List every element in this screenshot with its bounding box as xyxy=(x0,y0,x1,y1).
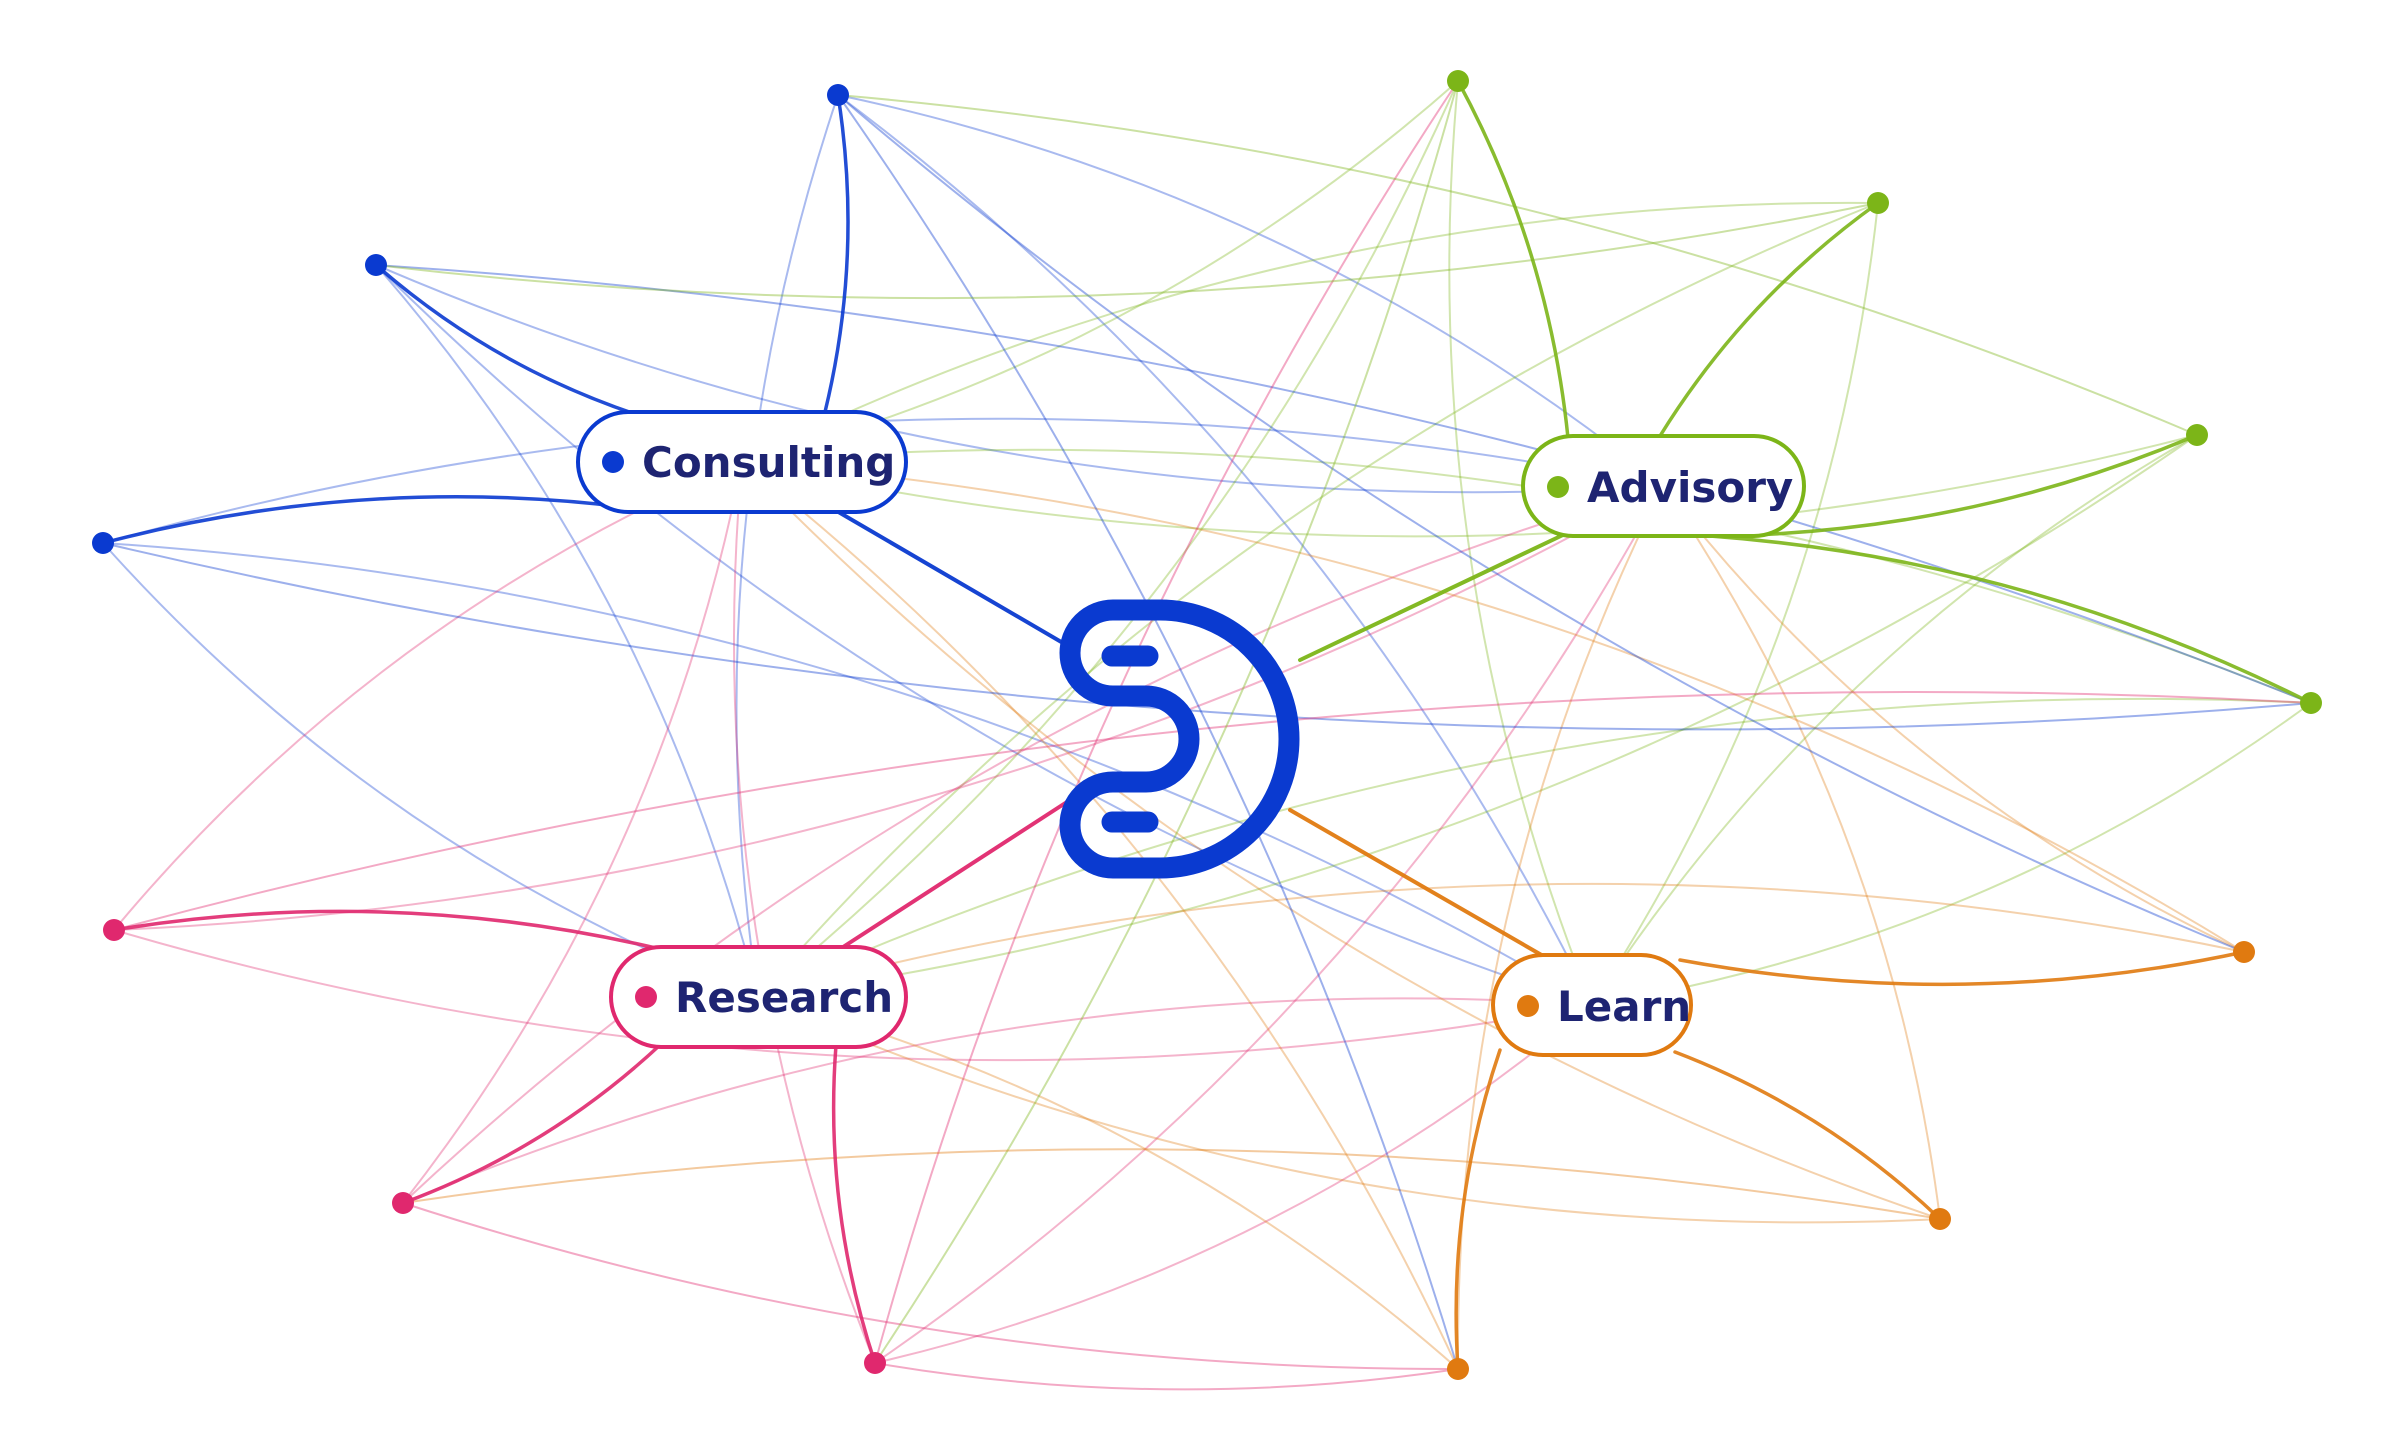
cross-link-line xyxy=(757,202,1879,998)
category-link-line xyxy=(1708,534,2313,705)
cross-link-line xyxy=(874,1004,1593,1364)
cross-link-line xyxy=(1448,80,1593,1006)
outer-node-dot xyxy=(2186,424,2208,446)
category-link-line xyxy=(374,263,637,416)
outer-node-dot xyxy=(864,1352,886,1374)
brand-logo xyxy=(1059,599,1300,879)
outer-node-dot xyxy=(1867,192,1889,214)
cross-link-line xyxy=(1662,485,1941,1220)
cross-link-line xyxy=(732,461,876,1364)
cross-link-line xyxy=(402,485,1664,1204)
category-pill-learn[interactable]: Learn xyxy=(1491,953,1693,1057)
long-link-line xyxy=(837,94,1459,1370)
cross-link-line xyxy=(757,434,2198,998)
long-link-line xyxy=(837,94,2198,436)
cross-link-line xyxy=(102,542,1593,1006)
cross-link-line xyxy=(837,94,1664,487)
outer-node-dot xyxy=(1447,1358,1469,1380)
category-link-line xyxy=(1454,1048,1502,1371)
hub-link-line xyxy=(833,508,1077,652)
cross-link-line xyxy=(1662,485,2245,953)
cross-link-line xyxy=(113,929,1593,1062)
research-dot-icon xyxy=(635,986,657,1008)
long-link-line xyxy=(837,94,2245,953)
cross-link-line xyxy=(741,201,1879,463)
cross-link-line xyxy=(874,485,1664,1364)
outer-node-dot xyxy=(92,532,114,554)
category-links xyxy=(101,79,2313,1371)
cross-link-line xyxy=(375,264,1593,1006)
category-label: Advisory xyxy=(1587,463,1793,512)
long-link-line xyxy=(402,1148,1941,1220)
cross-link-line xyxy=(375,264,759,998)
category-link-line xyxy=(1678,950,2246,987)
outer-node-dot xyxy=(2300,692,2322,714)
hub-link-line xyxy=(838,798,1072,951)
cross-link-line xyxy=(837,94,1593,1006)
category-label: Learn xyxy=(1557,982,1691,1031)
cross-link-line xyxy=(735,94,839,998)
long-link-line xyxy=(375,264,2312,704)
cross-link-line xyxy=(402,461,743,1204)
outer-node-dot xyxy=(365,254,387,276)
cross-link-line xyxy=(1456,485,1664,1370)
learn-dot-icon xyxy=(1517,995,1539,1017)
cross-link-line xyxy=(741,434,2198,538)
cross-link-line xyxy=(402,997,1593,1204)
category-label: Research xyxy=(675,973,893,1022)
hub-link-line xyxy=(1298,532,1567,662)
long-link-line xyxy=(874,80,1459,1364)
consulting-dot-icon xyxy=(602,451,624,473)
outer-node-dot xyxy=(392,1192,414,1214)
outer-node-dot xyxy=(103,919,125,941)
long-link-line xyxy=(874,1362,1459,1391)
cross-links xyxy=(102,80,2312,1391)
cross-link-line xyxy=(375,264,1664,494)
cross-link-line xyxy=(1591,702,2312,1006)
cross-link-line xyxy=(1591,434,2198,1006)
outer-node-dot xyxy=(827,84,849,106)
hub-link-line xyxy=(1288,808,1547,959)
long-link-line xyxy=(102,542,2312,731)
category-link-line xyxy=(1456,79,1570,440)
advisory-dot-icon xyxy=(1547,476,1569,498)
category-pill-consulting[interactable]: Consulting xyxy=(576,410,908,514)
category-link-line xyxy=(112,909,662,951)
cross-link-line xyxy=(757,80,1459,998)
cross-link-line xyxy=(113,461,743,931)
category-pill-research[interactable]: Research xyxy=(609,945,908,1049)
cross-link-line xyxy=(741,461,1941,1220)
cross-link-line xyxy=(757,996,1941,1224)
outer-node-dot xyxy=(1929,1208,1951,1230)
category-link-line xyxy=(831,1043,877,1365)
logo-outer-stroke xyxy=(1059,599,1300,879)
category-link-line xyxy=(1673,1050,1942,1221)
category-link-line xyxy=(1708,433,2199,538)
category-link-line xyxy=(401,1043,662,1205)
category-label: Consulting xyxy=(642,438,895,487)
long-link-line xyxy=(375,202,1879,300)
long-link-line xyxy=(402,1202,1459,1371)
category-link-line xyxy=(101,495,650,545)
outer-node-dot xyxy=(1447,70,1469,92)
outer-node-dot xyxy=(2233,941,2255,963)
category-link-line xyxy=(823,93,850,414)
cross-link-line xyxy=(757,882,2245,998)
cross-link-line xyxy=(757,697,2312,998)
cross-link-line xyxy=(1591,202,1879,1006)
category-link-line xyxy=(1658,201,1880,438)
cross-link-line xyxy=(741,461,2245,953)
category-pill-advisory[interactable]: Advisory xyxy=(1521,434,1806,538)
outer-nodes xyxy=(92,70,2322,1380)
long-link-line xyxy=(113,691,2312,931)
